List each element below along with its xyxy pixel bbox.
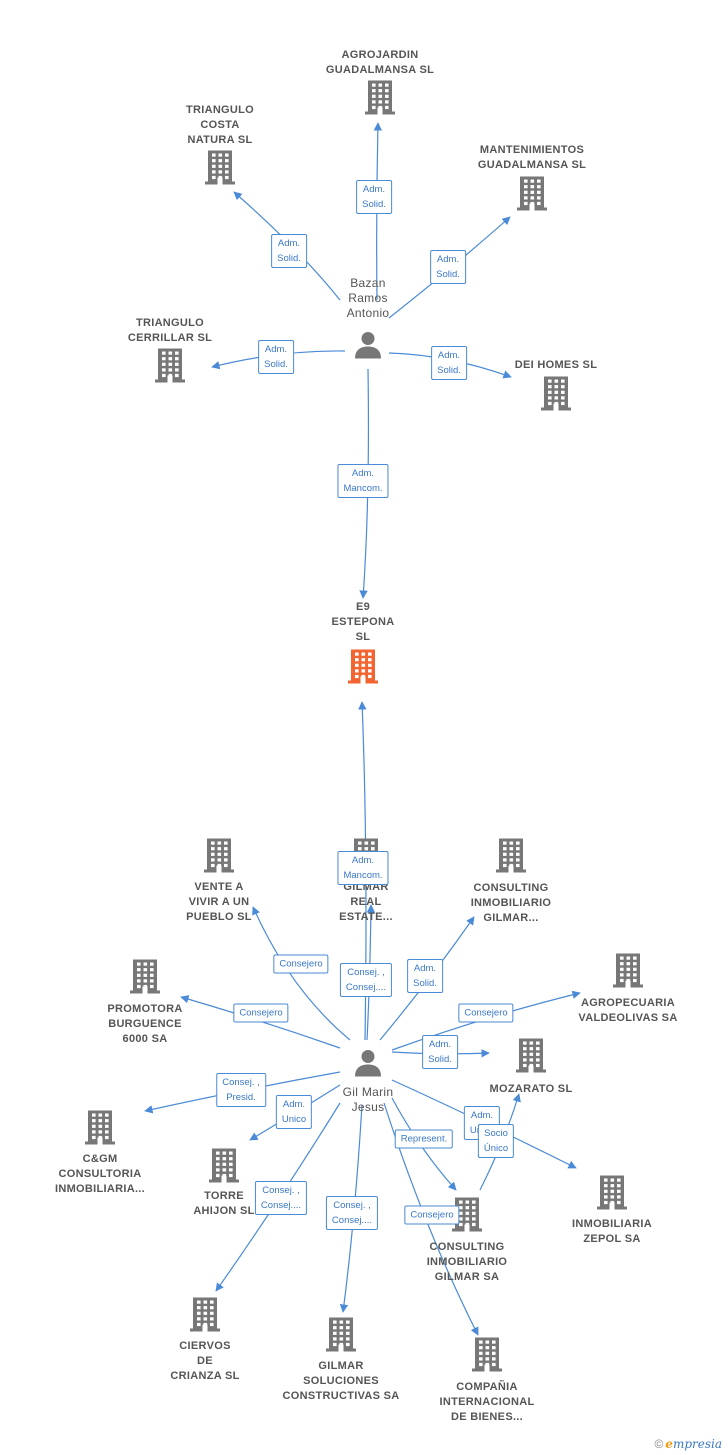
company-label-mozarato[interactable]: MOZARATO SL xyxy=(489,1083,573,1095)
edge-label[interactable]: Adm. Solid. xyxy=(430,250,466,284)
building-icon[interactable] xyxy=(190,1297,220,1337)
building-icon[interactable] xyxy=(452,1197,482,1237)
company-label-triangulo-costa[interactable]: TRIANGULO COSTA NATURA SL xyxy=(185,104,255,146)
company-label-mantenimientos[interactable]: MANTENIMIENTOS GUADALMANSA SL xyxy=(477,144,587,171)
company-label-agropecuaria[interactable]: AGROPECUARIA VALDEOLIVAS SA xyxy=(578,997,678,1024)
brand-initial: e xyxy=(665,1437,673,1451)
brand-name: mpresia xyxy=(672,1437,722,1451)
edge-label[interactable]: Consej. , Presid. xyxy=(216,1073,266,1107)
building-icon[interactable] xyxy=(326,1317,356,1357)
person-icon[interactable] xyxy=(353,1048,383,1083)
edge-gilmarin-to-vente xyxy=(252,906,351,1041)
edge-label[interactable]: Consejero xyxy=(404,1205,460,1225)
edge-gilmarin-to-compania xyxy=(383,1102,479,1336)
edge-label[interactable]: Adm. Solid. xyxy=(431,346,467,380)
edge-label[interactable]: Represent. xyxy=(394,1129,454,1149)
edge-label[interactable]: Consejero xyxy=(273,954,329,974)
company-label-consulting-gilmar-dots[interactable]: CONSULTING INMOBILIARIO GILMAR... xyxy=(470,882,552,924)
building-icon[interactable] xyxy=(516,1038,546,1078)
edge-label[interactable]: Socio Único xyxy=(477,1124,515,1158)
company-label-triangulo-cerrillar[interactable]: TRIANGULO CERRILLAR SL xyxy=(127,317,213,344)
building-icon[interactable] xyxy=(597,1175,627,1215)
building-icon[interactable] xyxy=(472,1337,502,1377)
edge-label[interactable]: Adm. Solid. xyxy=(407,959,443,993)
edge-label[interactable]: Adm. Mancom. xyxy=(337,851,389,885)
building-icon[interactable] xyxy=(496,838,526,878)
company-label-vente[interactable]: VENTE A VIVIR A UN PUEBLO SL xyxy=(186,881,252,923)
company-label-gilmar-soluciones[interactable]: GILMAR SOLUCIONES CONSTRUCTIVAS SA xyxy=(282,1360,400,1402)
edge-label[interactable]: Adm. Solid. xyxy=(356,180,392,214)
company-label-inmobiliaria-zepol[interactable]: INMOBILIARIA ZEPOL SA xyxy=(572,1218,652,1245)
person-label-bazan[interactable]: Bazan Ramos Antonio xyxy=(346,276,390,320)
company-label-gilmar-real[interactable]: GILMAR REAL ESTATE... xyxy=(339,881,393,923)
building-icon[interactable] xyxy=(541,376,571,416)
building-icon[interactable] xyxy=(613,953,643,993)
copyright-symbol: © xyxy=(654,1437,664,1451)
company-label-ciervos[interactable]: CIERVOS DE CRIANZA SL xyxy=(170,1340,240,1382)
edge-label[interactable]: Consejero xyxy=(458,1003,514,1023)
company-label-promotora[interactable]: PROMOTORA BURGUENCE 6000 SA xyxy=(107,1003,183,1045)
building-icon[interactable] xyxy=(348,649,378,689)
company-label-agrojardin[interactable]: AGROJARDIN GUADALMANSA SL xyxy=(325,49,435,76)
edge-label[interactable]: Adm. Mancom. xyxy=(337,464,389,498)
footer-brand: ©empresia xyxy=(654,1437,722,1451)
building-icon[interactable] xyxy=(155,348,185,388)
person-label-gilmarin[interactable]: Gil Marin Jesus xyxy=(342,1085,394,1114)
person-icon[interactable] xyxy=(353,330,383,365)
building-icon[interactable] xyxy=(209,1148,239,1188)
edge-label[interactable]: Consej. , Consej.... xyxy=(339,963,393,997)
building-icon[interactable] xyxy=(85,1110,115,1150)
edge-label[interactable]: Adm. Unico xyxy=(275,1095,313,1129)
edge-label[interactable]: Adm. Solid. xyxy=(422,1035,458,1069)
edge-label[interactable]: Consej. , Consej.... xyxy=(254,1181,308,1215)
building-icon[interactable] xyxy=(517,176,547,216)
edge-label[interactable]: Adm. Solid. xyxy=(258,340,294,374)
company-label-compania[interactable]: COMPAÑIA INTERNACIONAL DE BIENES... xyxy=(439,1381,535,1423)
building-icon[interactable] xyxy=(205,150,235,190)
company-label-consulting-gilmar-sa[interactable]: CONSULTING INMOBILIARIO GILMAR SA xyxy=(426,1241,508,1283)
building-icon[interactable] xyxy=(365,80,395,120)
edge-label[interactable]: Consejero xyxy=(233,1003,289,1023)
company-label-dei-homes[interactable]: DEI HOMES SL xyxy=(514,359,598,371)
company-label-cgm[interactable]: C&GM CONSULTORIA INMOBILIARIA... xyxy=(54,1153,146,1195)
edge-label[interactable]: Adm. Solid. xyxy=(271,234,307,268)
building-icon[interactable] xyxy=(130,959,160,999)
company-label-e9[interactable]: E9 ESTEPONA SL xyxy=(331,601,395,643)
company-label-torre[interactable]: TORRE AHIJON SL xyxy=(193,1190,255,1217)
edge-label[interactable]: Consej. , Consej.... xyxy=(325,1196,379,1230)
building-icon[interactable] xyxy=(204,838,234,878)
